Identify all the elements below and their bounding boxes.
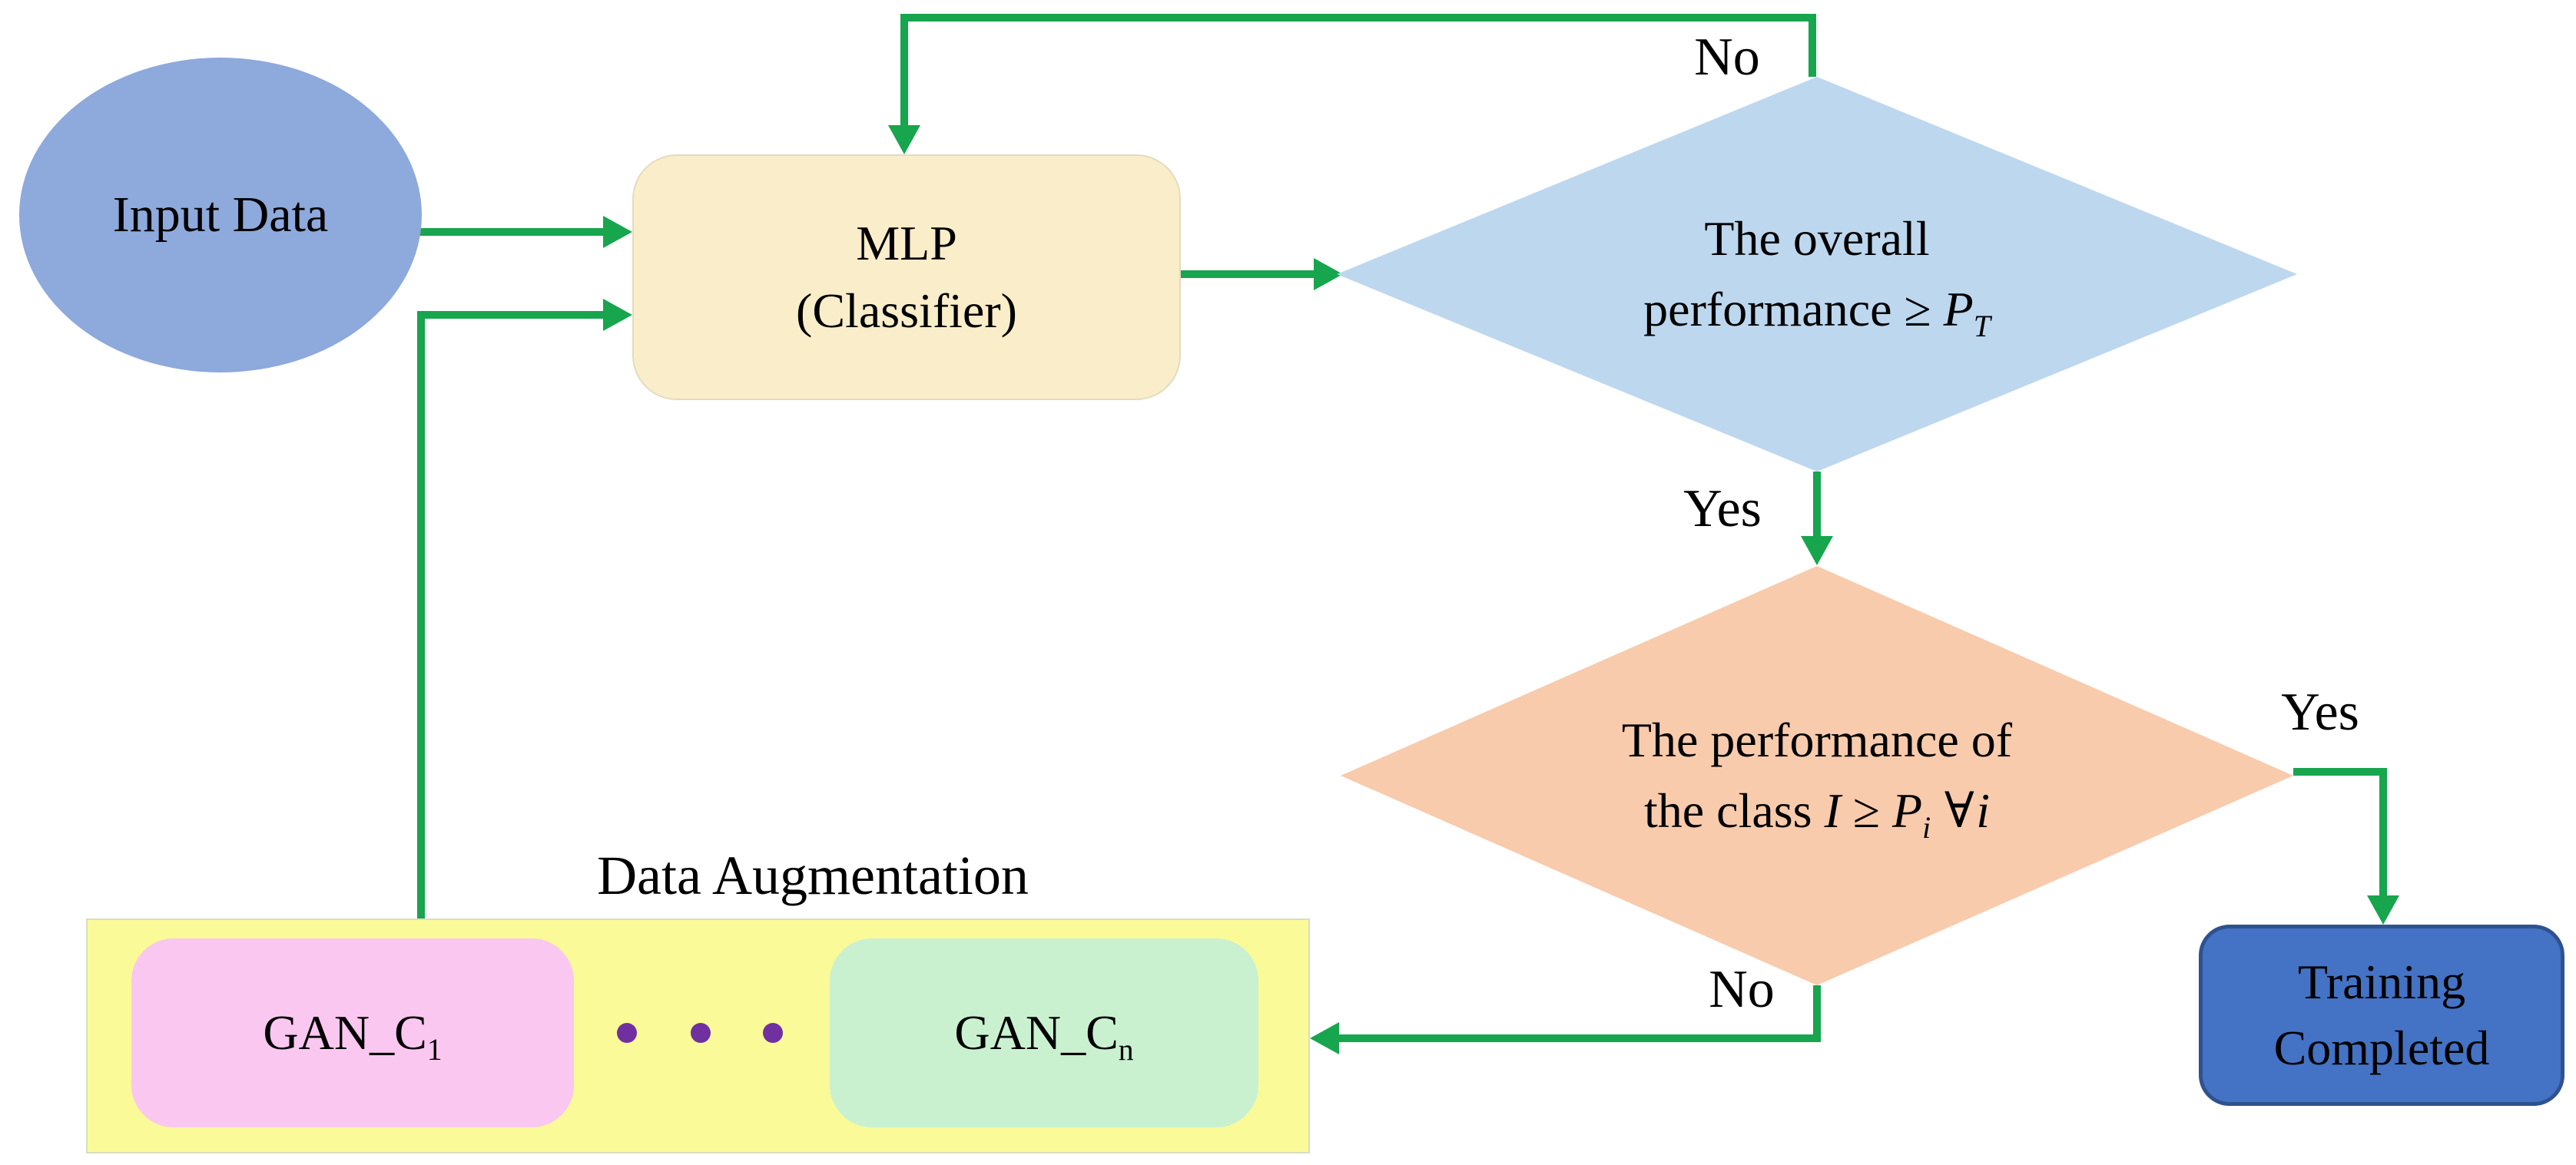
overall-performance-decision-shape: [1337, 77, 2297, 472]
overall-no-label: No: [1694, 28, 1760, 87]
class-decision-variable-i: i: [1976, 783, 1990, 838]
edge-class-yes-horizontal: [2293, 768, 2387, 776]
gan-cn-node: GAN_Cn: [830, 938, 1258, 1127]
gan-c1-node: GAN_C1: [131, 938, 574, 1127]
gan-c1-label: GAN_C1: [263, 1004, 442, 1065]
gan-c1-subscript: 1: [426, 1032, 443, 1067]
edge-augmentation-feedback-vertical: [417, 311, 425, 918]
class-performance-decision-shape: [1341, 566, 2293, 985]
class-decision-line2: the class I ≥ Pi∀i: [1644, 776, 1990, 846]
gan-cn-label: GAN_Cn: [954, 1004, 1133, 1065]
edge-augmentation-feedback-horizontal: [417, 311, 605, 319]
overall-decision-line1: The overall: [1704, 211, 1930, 266]
diamond-salmon: [1341, 566, 2293, 985]
edge-class-yes-vertical: [2379, 768, 2387, 897]
edge-no-loop-up: [1809, 18, 1816, 77]
ellipsis-dot: [617, 1023, 637, 1043]
edge-mlp-to-overall-decision: [1181, 270, 1314, 278]
gan-cn-subscript: n: [1118, 1032, 1134, 1067]
class-decision-variable-P: P: [1892, 783, 1923, 838]
class-decision-line1: The performance of: [1621, 713, 2013, 767]
arrowhead-down-icon: [1801, 536, 1833, 565]
edge-class-no-vertical: [1813, 985, 1821, 1041]
class-decision-geq: ≥: [1840, 783, 1893, 838]
overall-yes-label: Yes: [1683, 479, 1762, 538]
gan-c1-base: GAN_C: [263, 1005, 427, 1060]
gan-cn-base: GAN_C: [954, 1005, 1119, 1060]
training-completed-line1: Training: [2297, 955, 2466, 1009]
overall-decision-subscript: T: [1973, 309, 1991, 343]
edge-no-loop-top: [900, 14, 1816, 22]
overall-decision-prefix: performance ≥: [1643, 282, 1944, 336]
class-decision-subscript: i: [1922, 810, 1931, 845]
edge-class-no-horizontal: [1339, 1034, 1821, 1042]
class-decision-variable-I: I: [1824, 783, 1841, 838]
input-data-node: Input Data: [19, 58, 422, 372]
diamond-blue: [1337, 77, 2297, 472]
class-yes-label: Yes: [2281, 683, 2359, 742]
data-augmentation-title: Data Augmentation: [597, 845, 1029, 906]
class-performance-decision-text: The performance of the class I ≥ Pi∀i: [1341, 566, 2293, 985]
overall-decision-variable: P: [1943, 282, 1974, 336]
arrowhead-down-icon: [2367, 895, 2399, 925]
arrowhead-left-icon: [1310, 1022, 1339, 1054]
edge-overall-yes-to-class-decision: [1813, 472, 1821, 537]
mlp-label-line1: MLP: [856, 216, 957, 270]
arrowhead-right-icon: [603, 299, 632, 331]
ellipsis-dot: [691, 1023, 711, 1043]
training-completed-line2: Completed: [2273, 1021, 2490, 1075]
ellipsis-dot: [763, 1023, 783, 1043]
mlp-classifier-node: MLP (Classifier): [632, 154, 1181, 400]
arrowhead-right-icon: [603, 216, 632, 248]
forall-symbol: ∀: [1944, 783, 1974, 838]
arrowhead-down-icon: [888, 125, 920, 154]
training-completed-node: Training Completed: [2199, 925, 2564, 1106]
edge-no-loop-down: [900, 14, 908, 127]
overall-decision-line2: performance ≥ PT: [1643, 274, 1991, 345]
input-data-label: Input Data: [112, 187, 329, 243]
class-decision-prefix: the class: [1643, 783, 1825, 838]
edge-input-to-mlp: [415, 228, 605, 236]
mlp-label-line2: (Classifier): [796, 283, 1017, 338]
class-no-label: No: [1709, 960, 1775, 1019]
overall-performance-decision-text: The overall performance ≥ PT: [1337, 77, 2297, 472]
